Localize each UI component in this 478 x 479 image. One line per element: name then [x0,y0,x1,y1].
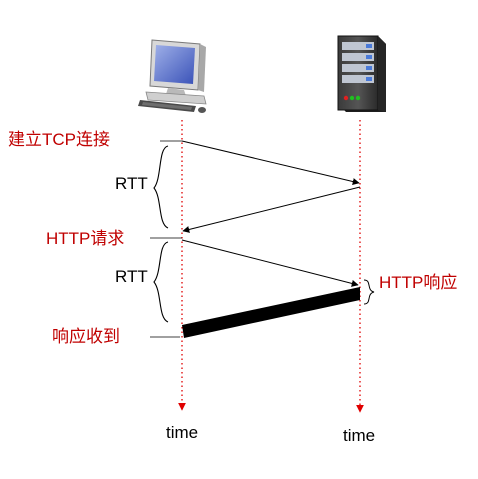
server-time-label: time [343,426,376,445]
rtt-brace-first [153,145,169,229]
http-request-label: HTTP请求 [46,229,125,248]
http-request-arrow [181,239,359,287]
http-response-brace [363,279,375,305]
synack-message-arrow [182,186,361,233]
response-received-label: 响应收到 [52,327,120,346]
syn-message-arrow [181,140,360,185]
desktop-computer-icon [138,39,207,113]
establish-tcp-label: 建立TCP连接 [8,130,110,149]
rtt-second-label: RTT [115,267,148,286]
rtt-first-label: RTT [115,174,148,193]
http-response-label: HTTP响应 [379,273,458,292]
client-time-label: time [166,423,199,442]
rtt-brace-second [153,241,169,323]
http-response-transfer-bar [182,287,360,338]
server-tower-icon [337,35,386,112]
